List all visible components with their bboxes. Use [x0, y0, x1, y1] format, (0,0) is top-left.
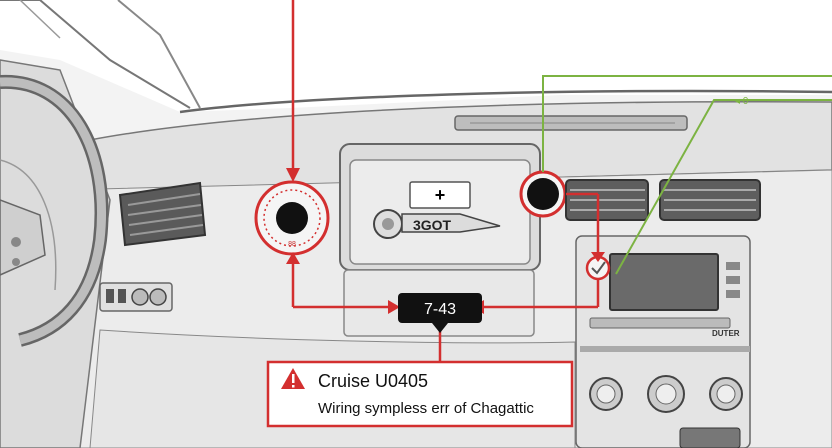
plus-icon: +: [435, 185, 446, 205]
warning-triangle-icon: [281, 368, 305, 389]
windshield: [0, 0, 832, 114]
svg-text:88: 88: [288, 241, 296, 248]
code-box-label: 7-43: [424, 301, 456, 318]
radio-button-row-label: DUTER: [712, 329, 740, 338]
center-lever-label: 3GOT: [413, 217, 452, 233]
code-box: [398, 293, 482, 333]
infotainment-panel: [575, 235, 751, 448]
left-air-vent: [118, 181, 207, 247]
right-air-vent: [565, 179, 761, 221]
speedometer-gauge: 88: [254, 180, 330, 256]
warning-title: Cruise U0405: [318, 371, 428, 391]
radio-screen: [609, 253, 719, 311]
center-plus-button[interactable]: [409, 181, 471, 209]
center-lever[interactable]: [373, 209, 501, 239]
door-panel: [0, 59, 111, 448]
top-right-label: ◂ 0: [735, 96, 749, 107]
warning-message: Wiring sympless err of Chagattic: [318, 400, 534, 417]
warning-message-box: [266, 360, 574, 428]
green-callout-lines: [542, 75, 832, 275]
check-icon: [585, 255, 611, 281]
light-switch-panel: [99, 282, 173, 312]
steering-wheel: [0, 74, 109, 347]
highlighted-dash-knob[interactable]: [519, 170, 567, 218]
